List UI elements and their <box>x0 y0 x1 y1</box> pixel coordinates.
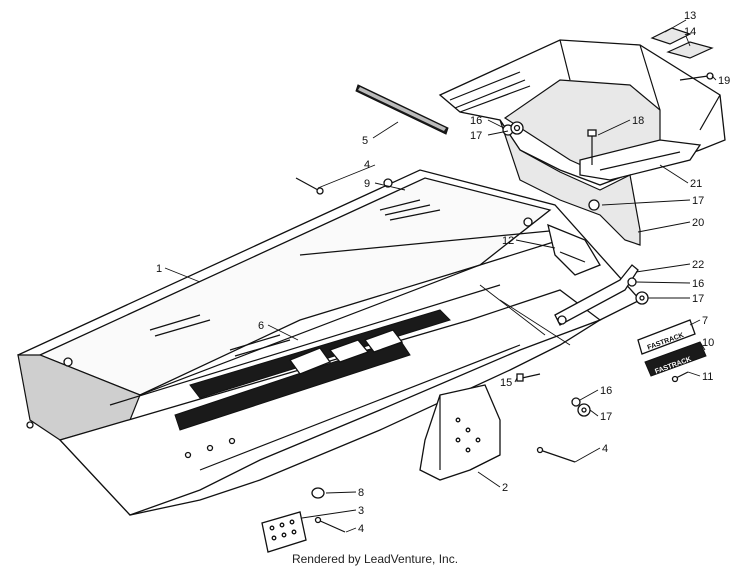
callout-6: 6 <box>258 320 264 332</box>
bolt-15 <box>516 373 541 382</box>
callout-21: 21 <box>690 178 702 190</box>
callout-4-bottom: 4 <box>358 523 364 535</box>
hardware-right-mid <box>627 277 649 305</box>
screw-11 <box>671 371 689 383</box>
callout-17-right: 17 <box>692 195 704 207</box>
callout-17-mid: 17 <box>692 293 704 305</box>
decal-14 <box>666 41 714 59</box>
heat-exchanger-6 <box>174 309 451 431</box>
callout-18: 18 <box>632 115 644 127</box>
bolt-19 <box>679 72 714 81</box>
callout-13: 13 <box>684 10 696 22</box>
callout-8: 8 <box>358 487 364 499</box>
callout-16-low: 16 <box>600 385 612 397</box>
callout-19: 19 <box>718 75 730 87</box>
tunnel-chassis <box>17 169 642 516</box>
gusset-bracket-2 <box>419 384 501 481</box>
callout-11: 11 <box>702 371 713 383</box>
callout-12: 12 <box>502 235 514 247</box>
trim-strip-5 <box>355 84 449 135</box>
bracket-12 <box>547 223 601 276</box>
callout-16-top: 16 <box>470 115 482 127</box>
callout-10: 10 <box>702 337 714 349</box>
cross-rod-22 <box>554 264 639 326</box>
callout-5: 5 <box>362 135 368 147</box>
callout-7: 7 <box>702 315 708 327</box>
callout-17-low: 17 <box>600 411 612 423</box>
hardware-cluster-top <box>502 121 600 211</box>
callout-2: 2 <box>502 482 508 494</box>
pin-4-right <box>536 446 576 463</box>
footer-credit: Rendered by LeadVenture, Inc. <box>291 552 459 566</box>
grab-bar-side <box>499 119 641 246</box>
callout-15: 15 <box>500 377 512 389</box>
callout-3: 3 <box>358 505 364 517</box>
callout-4-right: 4 <box>602 443 608 455</box>
pin-4-top <box>295 177 324 195</box>
callout-17-top: 17 <box>470 130 482 142</box>
hardware-lower <box>571 397 591 417</box>
rear-seat-box-assembly <box>438 39 726 186</box>
leader-lines <box>164 19 717 533</box>
callout-1: 1 <box>156 263 162 275</box>
callout-20: 20 <box>692 217 704 229</box>
callout-14: 14 <box>684 26 696 38</box>
callout-22: 22 <box>692 259 704 271</box>
plate-3 <box>261 511 307 553</box>
callout-16-mid: 16 <box>692 278 704 290</box>
plug-8 <box>311 487 325 499</box>
callout-numbers: 13 14 19 5 16 18 17 4 9 21 17 20 12 1 22… <box>156 10 730 535</box>
pin-4-bottom <box>314 516 346 533</box>
callout-4-top: 4 <box>364 159 370 171</box>
callout-9: 9 <box>364 178 370 190</box>
